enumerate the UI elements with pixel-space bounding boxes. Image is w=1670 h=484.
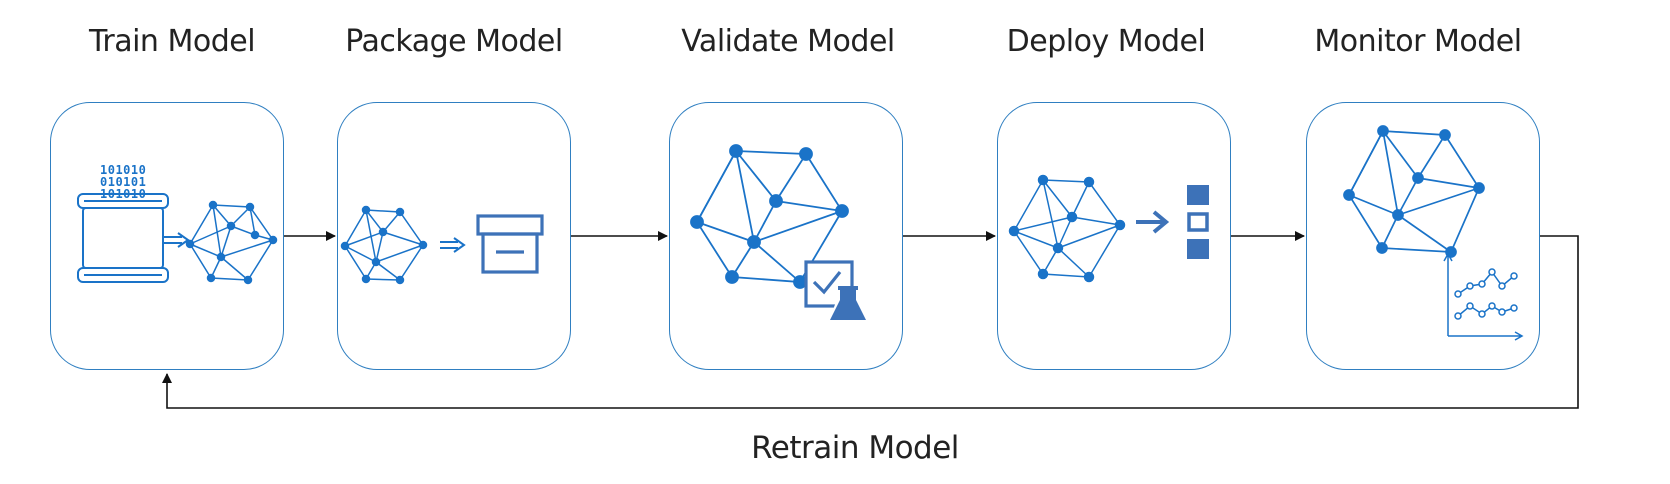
server-stack-icon [1187,185,1209,259]
stage-title-validate: Validate Model [681,24,895,59]
neural-network-icon-train [185,200,278,285]
stage-title-deploy: Deploy Model [1006,24,1206,59]
deploy-arrow-icon [1136,210,1170,234]
neural-network-icon-package [340,205,428,285]
line-chart-icon [1443,252,1524,341]
stage-box-monitor [1306,102,1540,370]
double-arrow-icon [440,237,466,253]
retrain-loop-arrow [162,235,1579,409]
retrain-model-label: Retrain Model [751,430,959,466]
stage-title-train: Train Model [88,24,256,59]
database-icon [77,193,169,283]
neural-network-icon-deploy [1008,174,1126,283]
binary-line: 101010 [100,163,147,177]
package-box-icon [476,214,544,274]
stage-title-package: Package Model [345,24,563,59]
flow-connectors [162,231,1579,409]
neural-network-icon-validate [690,144,849,289]
validation-check-icon [804,260,868,323]
stage-box-validate [669,102,903,370]
stage-box-package [337,102,571,370]
neural-network-icon-monitor [1343,125,1485,258]
stage-title-monitor: Monitor Model [1314,24,1522,59]
double-arrow-icon [164,232,190,248]
binary-line: 010101 [100,175,147,189]
